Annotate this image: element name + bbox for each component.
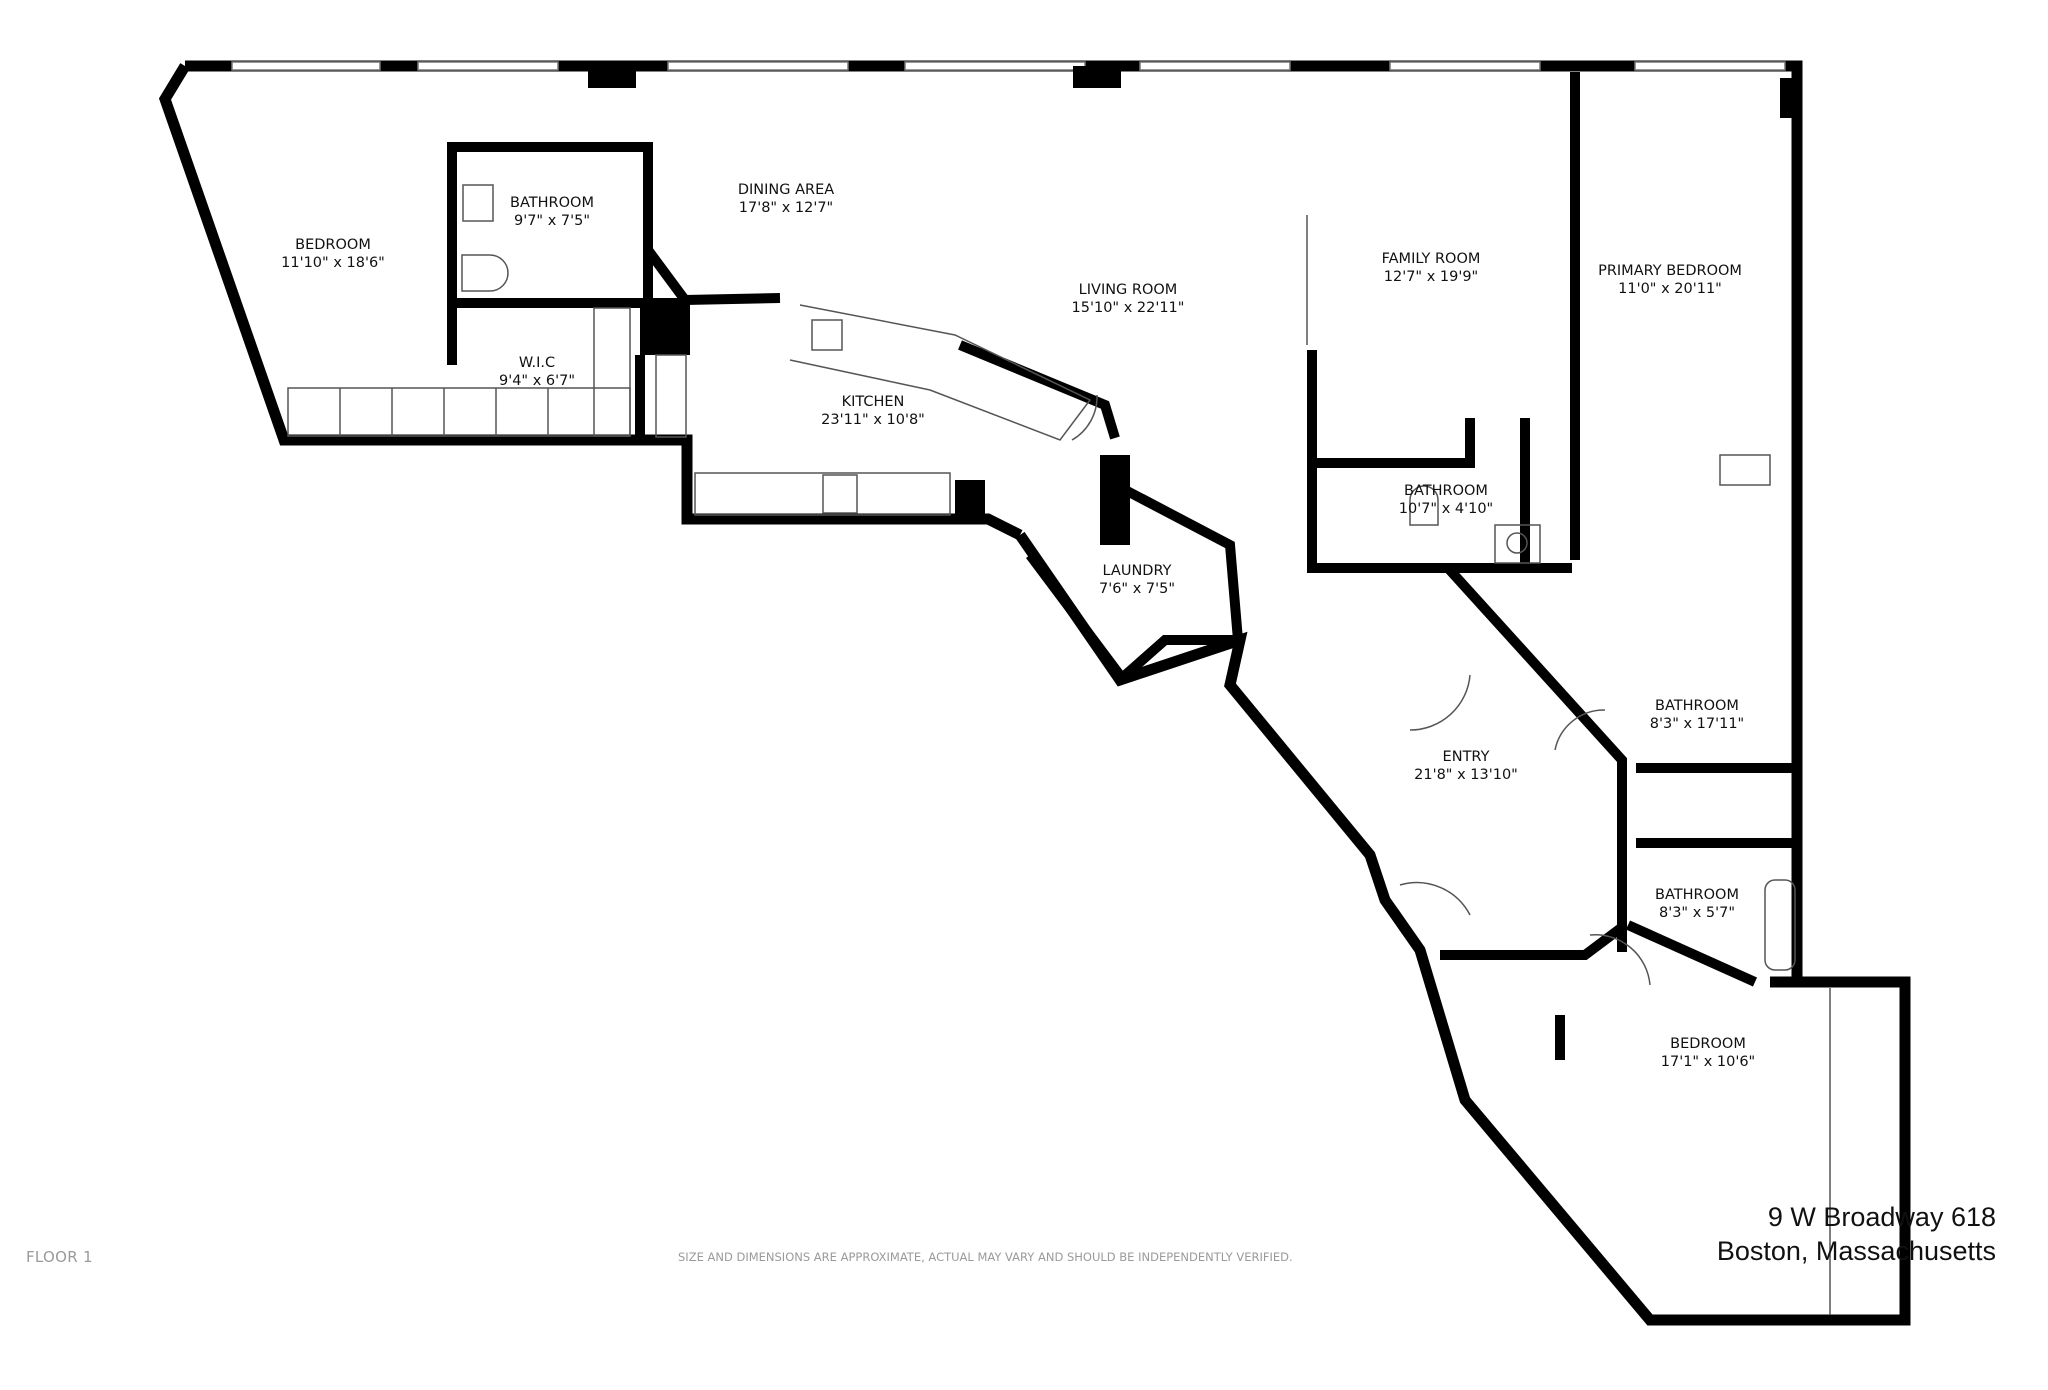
room-label-bathroom-1: BATHROOM 9'7" x 7'5" [510,194,594,230]
room-dimensions: 11'10" x 18'6" [281,255,385,271]
room-name: W.I.C [518,355,556,371]
address-line-1: 9 W Broadway 618 [1767,1202,1996,1232]
floor-label: FLOOR 1 [26,1248,93,1266]
room-name: BATHROOM [510,195,594,211]
room-dimensions: 23'11" x 10'8" [821,412,925,428]
room-dimensions: 8'3" x 5'7" [1658,905,1736,921]
room-name: PRIMARY BEDROOM [1598,263,1742,279]
room-label-entry: ENTRY 21'8" x 13'10" [1414,748,1518,784]
room-dimensions: 8'3" x 17'11" [1649,716,1745,732]
room-dimensions: 9'4" x 6'7" [498,373,576,389]
room-name: LIVING ROOM [1078,282,1178,298]
room-dimensions: 11'0" x 20'11" [1618,281,1722,297]
windows [231,61,1786,71]
room-name: DINING AREA [737,182,835,198]
room-dimensions: 7'6" x 7'5" [1098,581,1176,597]
room-dimensions: 21'8" x 13'10" [1414,767,1518,783]
fixtures [287,184,1831,1315]
room-name: LAUNDRY [1102,563,1172,579]
room-label-bathroom-2: BATHROOM 10'7" x 4'10" [1399,482,1493,518]
property-address: 9 W Broadway 618 Boston, Massachusetts [1717,1200,1996,1268]
room-label-living-room: LIVING ROOM 15'10" x 22'11" [1072,281,1185,317]
exterior-walls [158,60,1911,1326]
room-dimensions: 9'7" x 7'5" [513,213,591,229]
room-name: BATHROOM [1655,698,1739,714]
room-name: FAMILY ROOM [1381,251,1481,267]
room-label-bathroom-3: BATHROOM 8'3" x 17'11" [1650,697,1744,733]
room-label-kitchen: KITCHEN 23'11" x 10'8" [821,393,925,429]
room-dimensions: 10'7" x 4'10" [1398,501,1494,517]
room-name: KITCHEN [841,394,905,410]
room-name: BEDROOM [295,237,371,253]
room-label-family-room: FAMILY ROOM 12'7" x 19'9" [1382,250,1481,286]
room-name: BATHROOM [1404,483,1488,499]
disclaimer-text: SIZE AND DIMENSIONS ARE APPROXIMATE, ACT… [678,1250,1293,1264]
room-name: ENTRY [1442,749,1490,765]
room-label-bedroom-1: BEDROOM 11'10" x 18'6" [281,236,385,272]
room-label-bedroom-2: BEDROOM 17'1" x 10'6" [1661,1035,1755,1071]
interior-walls [447,72,1797,1060]
room-dimensions: 17'8" x 12'7" [738,200,834,216]
room-label-primary-bedroom: PRIMARY BEDROOM 11'0" x 20'11" [1598,262,1742,298]
room-dimensions: 12'7" x 19'9" [1383,269,1479,285]
address-line-2: Boston, Massachusetts [1716,1236,1996,1266]
room-label-laundry: LAUNDRY 7'6" x 7'5" [1099,562,1175,598]
room-dimensions: 15'10" x 22'11" [1071,300,1185,316]
columns [588,66,1798,118]
room-name: BATHROOM [1655,887,1739,903]
room-label-dining-area: DINING AREA 17'8" x 12'7" [738,181,834,217]
room-label-bathroom-4: BATHROOM 8'3" x 5'7" [1655,886,1739,922]
room-label-wic: W.I.C 9'4" x 6'7" [499,354,575,390]
room-name: BEDROOM [1670,1036,1746,1052]
room-dimensions: 17'1" x 10'6" [1660,1054,1756,1070]
